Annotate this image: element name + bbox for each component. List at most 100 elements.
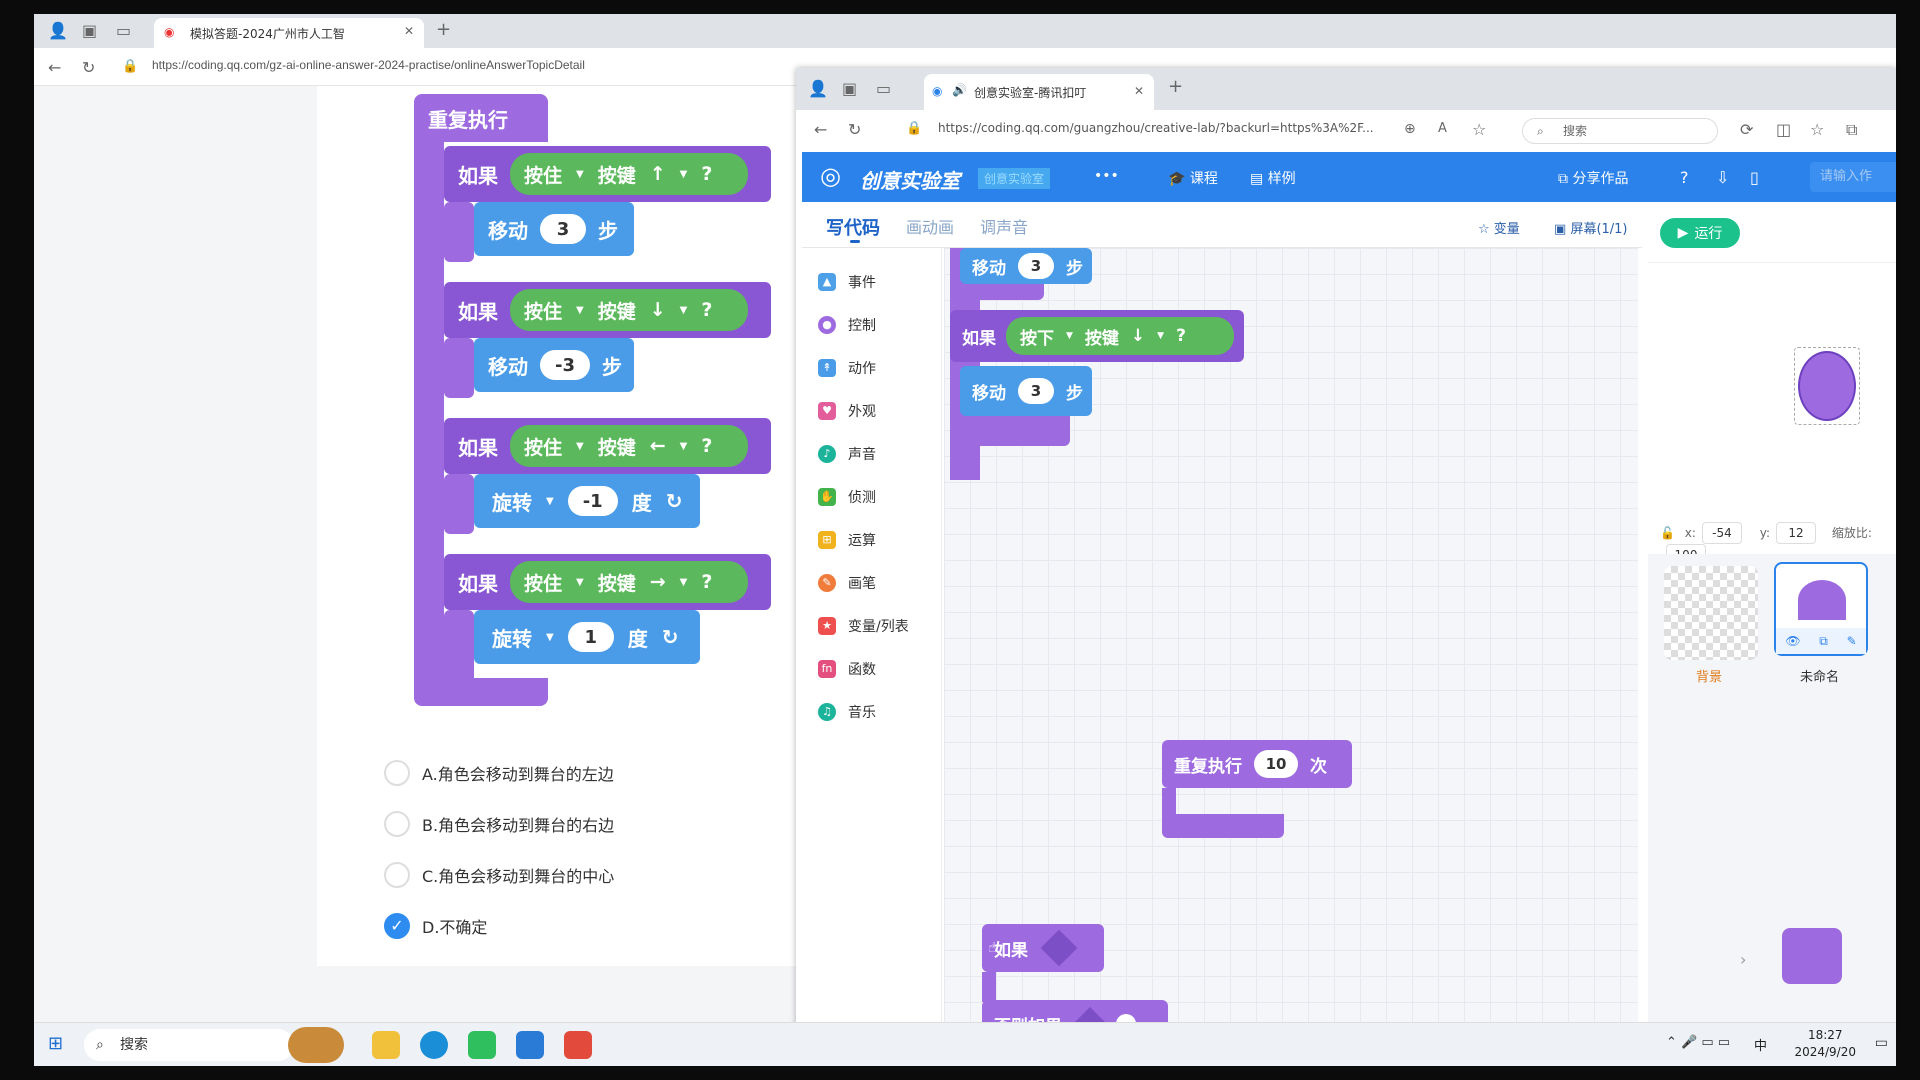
option-a[interactable]: A.角色会移动到舞台的左边 <box>384 760 614 786</box>
option-d[interactable]: ✓D.不确定 <box>384 913 487 939</box>
screen-button[interactable]: ▣ 屏幕(1/1) <box>1554 222 1628 237</box>
course-link[interactable]: 🎓 课程 <box>1168 171 1218 187</box>
sprite-x-input[interactable]: -54 <box>1701 522 1742 544</box>
back-icon[interactable]: ← <box>814 120 828 139</box>
category-motion[interactable]: ↟动作 <box>818 358 876 378</box>
tray-icons[interactable]: ⌃ 🎤 ▭ ▭ <box>1666 1035 1731 1050</box>
new-tab-icon[interactable]: + <box>436 19 452 40</box>
right-active-tab[interactable]: ◉ 🔊 创意实验室-腾讯扣叮 ✕ <box>924 74 1154 110</box>
radio-c[interactable] <box>384 862 410 888</box>
audio-playing-icon[interactable]: 🔊 <box>952 83 967 97</box>
sprite-card[interactable]: 👁 ⧉ ✎ <box>1774 562 1868 656</box>
profile-icon[interactable]: 👤 <box>808 79 828 98</box>
lock-icon[interactable]: 🔓 <box>1660 526 1675 540</box>
sprite-selection[interactable] <box>1794 347 1860 425</box>
operators-icon: ⊞ <box>818 531 836 549</box>
extensions-icon[interactable]: ⟳ <box>1740 120 1754 139</box>
windows-start-icon[interactable]: ⊞ <box>48 1033 64 1054</box>
if-block: 如果 按住▼ 按键 ←▼ ? <box>444 418 771 474</box>
share-button[interactable]: ⧉ 分享作品 <box>1558 171 1629 187</box>
favorite-star-icon[interactable]: ☆ <box>1472 120 1487 139</box>
variable-button[interactable]: ☆ 变量 <box>1478 222 1520 237</box>
sprite-oval[interactable] <box>1798 351 1856 421</box>
download-icon[interactable]: ⇩ <box>1716 168 1730 187</box>
collections-bar-icon[interactable]: ⧉ <box>1846 120 1858 139</box>
news-widget-icon[interactable] <box>288 1027 344 1063</box>
logo-icon: ◎ <box>820 162 841 190</box>
category-pen[interactable]: ✎画笔 <box>818 573 876 593</box>
wps-icon[interactable] <box>564 1031 592 1059</box>
radio-d-checked-icon[interactable]: ✓ <box>384 913 410 939</box>
browser-search-input[interactable]: ⌕ 搜索 <box>1522 118 1718 144</box>
category-control[interactable]: ●控制 <box>818 315 876 335</box>
condition-slot[interactable] <box>1040 929 1078 967</box>
stage-canvas[interactable] <box>1648 262 1896 522</box>
folder-icon[interactable] <box>1782 928 1842 984</box>
mobile-icon[interactable]: ▯ <box>1750 168 1759 187</box>
code-workspace[interactable]: 移动 3 步 如果 按下▼ 按键 ↓▼ ? 移动 3 步 重复执行 10 次 <box>944 248 1638 1028</box>
taskbar-clock[interactable]: 18:27 2024/9/20 <box>1794 1028 1856 1059</box>
left-url[interactable]: https://coding.qq.com/gz-ai-online-answe… <box>152 58 585 72</box>
sprite-y-input[interactable]: 12 <box>1776 522 1817 544</box>
option-b[interactable]: B.角色会移动到舞台的右边 <box>384 811 614 837</box>
back-icon[interactable]: ← <box>48 58 62 77</box>
close-tab-icon[interactable]: ✕ <box>403 24 414 38</box>
tab-animation[interactable]: 画动画 <box>906 218 955 237</box>
read-aloud-icon[interactable]: A <box>1438 121 1447 136</box>
left-active-tab[interactable]: ◉ 模拟答题-2024广州市人工智 ✕ <box>154 18 424 48</box>
if-else-block[interactable]: 如果 <box>982 924 1104 972</box>
collections-icon[interactable]: ▣ <box>842 79 858 98</box>
right-url[interactable]: https://coding.qq.com/guangzhou/creative… <box>938 121 1374 135</box>
app-logo[interactable]: 创意实验室 <box>860 169 960 193</box>
chevron-right-icon[interactable]: › <box>1740 950 1747 969</box>
zoom-icon[interactable]: ⊕ <box>1404 121 1416 137</box>
run-button[interactable]: ▶运行 <box>1660 218 1740 248</box>
category-music[interactable]: ♫音乐 <box>818 702 876 722</box>
category-events[interactable]: ▲事件 <box>818 272 876 292</box>
collections-icon[interactable]: ▣ <box>82 21 98 40</box>
split-screen-icon[interactable]: ◫ <box>1776 120 1792 139</box>
sample-link[interactable]: ▤ 样例 <box>1250 171 1296 187</box>
file-explorer-icon[interactable] <box>372 1031 400 1059</box>
favorites-icon[interactable]: ☆ <box>1810 120 1825 139</box>
reload-icon[interactable]: ↻ <box>848 120 862 139</box>
project-name-input[interactable]: 请输入作 <box>1810 162 1896 192</box>
radio-a[interactable] <box>384 760 410 786</box>
move-block[interactable]: 移动 3 步 <box>960 366 1092 416</box>
tab-sound[interactable]: 调声音 <box>980 218 1029 237</box>
tab-title: 模拟答题-2024广州市人工智 <box>190 26 345 41</box>
close-tab-icon[interactable]: ✕ <box>1133 84 1144 98</box>
tab-actions-icon[interactable]: ▭ <box>876 79 892 98</box>
if-block[interactable]: 如果 按下▼ 按键 ↓▼ ? <box>950 310 1244 362</box>
background-card[interactable] <box>1664 566 1758 660</box>
edit-icon[interactable]: ✎ <box>1846 634 1857 648</box>
option-c[interactable]: C.角色会移动到舞台的中心 <box>384 862 614 888</box>
reload-icon[interactable]: ↻ <box>82 58 96 77</box>
repeat-count-input[interactable]: 10 <box>1254 750 1298 778</box>
profile-icon[interactable]: 👤 <box>48 21 68 40</box>
new-tab-icon[interactable]: + <box>1168 76 1184 97</box>
edge-browser-icon[interactable] <box>420 1031 448 1059</box>
category-variables[interactable]: ★变量/列表 <box>818 616 909 636</box>
events-icon: ▲ <box>818 273 836 291</box>
move-block[interactable]: 移动 3 步 <box>960 248 1092 284</box>
wechat-icon[interactable] <box>468 1031 496 1059</box>
radio-b[interactable] <box>384 811 410 837</box>
tab-actions-icon[interactable]: ▭ <box>116 21 132 40</box>
eye-icon[interactable]: 👁 <box>1785 634 1801 648</box>
category-operators[interactable]: ⊞运算 <box>818 530 876 550</box>
repeat-times-block[interactable]: 重复执行 10 次 <box>1162 740 1352 788</box>
help-icon[interactable]: ? <box>1680 168 1689 187</box>
key-pressed-condition[interactable]: 按下▼ 按键 ↓▼ ? <box>1006 317 1234 355</box>
photos-icon[interactable] <box>516 1031 544 1059</box>
more-menu[interactable]: ••• <box>1094 168 1119 184</box>
tab-write-code[interactable]: 写代码 <box>826 218 880 239</box>
taskbar-search[interactable]: ⌕ 搜索 <box>84 1029 294 1061</box>
ime-indicator[interactable]: 中 <box>1754 1039 1768 1054</box>
category-sound[interactable]: ♪声音 <box>818 444 876 464</box>
category-sensing[interactable]: ✋侦测 <box>818 487 876 507</box>
notification-icon[interactable]: ▭ <box>1874 1035 1888 1051</box>
copy-icon[interactable]: ⧉ <box>1819 633 1828 648</box>
category-looks[interactable]: ♥外观 <box>818 401 876 421</box>
